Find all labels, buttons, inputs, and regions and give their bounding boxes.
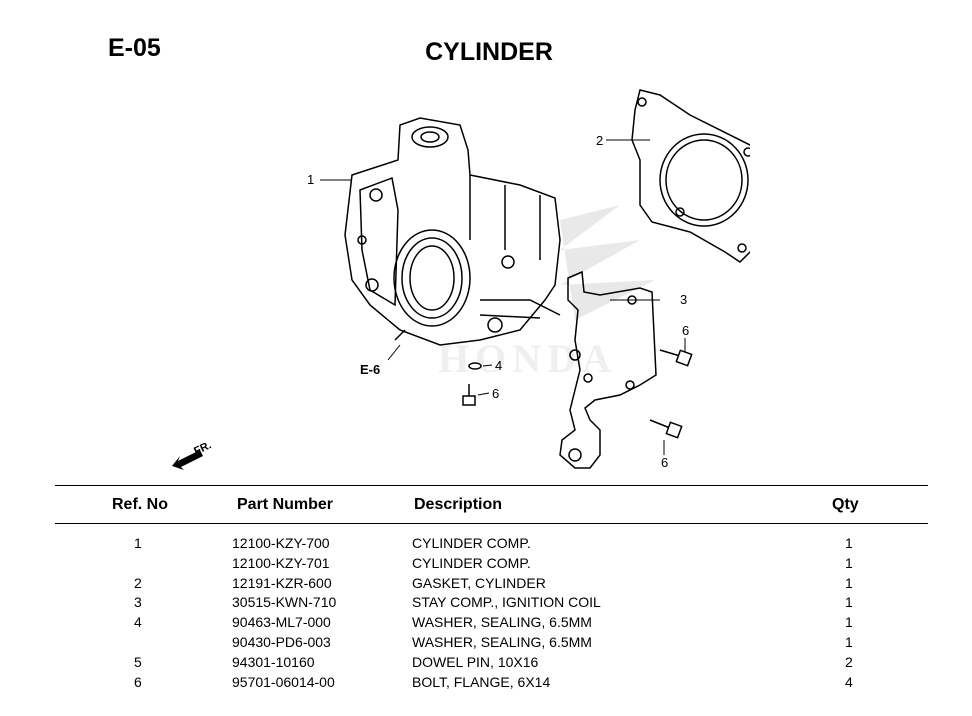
qty: 2 bbox=[845, 653, 853, 670]
description: CYLINDER COMP. bbox=[412, 535, 531, 551]
part-number: 12191-KZR-600 bbox=[232, 574, 332, 591]
callout-3: 3 bbox=[680, 292, 687, 307]
part-number: 30515-KWN-710 bbox=[232, 594, 337, 611]
flange-bolts bbox=[462, 349, 693, 439]
section-ref-label: E-6 bbox=[360, 362, 380, 377]
table-header-rule bbox=[55, 523, 928, 524]
description: WASHER, SEALING, 6.5MM bbox=[412, 614, 592, 631]
part-number: 95701-06014-00 bbox=[232, 673, 335, 690]
description: WASHER, SEALING, 6.5MM bbox=[412, 633, 592, 650]
callout-1: 1 bbox=[307, 172, 314, 187]
table-row: 2 12191-KZR-600 GASKET, CYLINDER 1 bbox=[0, 575, 972, 595]
gasket-drawing bbox=[631, 89, 750, 263]
ref-no: 5 bbox=[134, 653, 142, 670]
callout-labels: 1 2 3 4 5 5 6 6 6 E-6 bbox=[307, 133, 689, 470]
table-row: 12100-KZY-701 CYLINDER COMP. 1 bbox=[0, 555, 972, 575]
direction-label: FR. bbox=[192, 439, 213, 457]
callout-6-lower: 6 bbox=[661, 455, 668, 470]
callout-2: 2 bbox=[596, 133, 603, 148]
exploded-parts-diagram: HONDA bbox=[172, 89, 750, 470]
table-top-rule bbox=[55, 485, 928, 486]
ref-no: 1 bbox=[134, 535, 142, 551]
watermark-text: HONDA bbox=[438, 336, 617, 381]
description: DOWEL PIN, 10X16 bbox=[412, 653, 539, 670]
table-row: 1 12100-KZY-700 CYLINDER COMP. 1 bbox=[0, 535, 972, 555]
part-number: 12100-KZY-701 bbox=[232, 554, 330, 571]
qty: 1 bbox=[845, 614, 853, 631]
part-number: 94301-10160 bbox=[232, 653, 315, 670]
qty: 1 bbox=[845, 594, 853, 611]
leader-lines bbox=[320, 139, 686, 455]
part-number: 12100-KZY-700 bbox=[232, 535, 330, 551]
front-direction-indicator: FR. bbox=[172, 439, 213, 470]
header-description: Description bbox=[414, 496, 503, 513]
qty: 4 bbox=[845, 673, 853, 690]
description: CYLINDER COMP. bbox=[412, 554, 531, 571]
header-qty: Qty bbox=[832, 496, 859, 513]
table-row: 4 90463-ML7-000 WASHER, SEALING, 6.5MM 1 bbox=[0, 614, 972, 634]
table-row: 90430-PD6-003 WASHER, SEALING, 6.5MM 1 bbox=[0, 634, 972, 654]
table-row: 3 30515-KWN-710 STAY COMP., IGNITION COI… bbox=[0, 594, 972, 614]
description: GASKET, CYLINDER bbox=[412, 574, 546, 591]
description: STAY COMP., IGNITION COIL bbox=[412, 594, 601, 611]
qty: 1 bbox=[845, 574, 853, 591]
ref-no: 6 bbox=[134, 673, 142, 690]
qty: 1 bbox=[845, 633, 853, 650]
page-title: CYLINDER bbox=[425, 38, 553, 66]
callout-6-left: 6 bbox=[492, 386, 499, 401]
ref-no: 3 bbox=[134, 594, 142, 611]
section-code: E-05 bbox=[108, 34, 161, 62]
parts-table-body: 1 12100-KZY-700 CYLINDER COMP. 1 12100-K… bbox=[0, 535, 972, 693]
table-row: 6 95701-06014-00 BOLT, FLANGE, 6X14 4 bbox=[0, 674, 972, 694]
ref-no: 4 bbox=[134, 614, 142, 631]
part-number: 90463-ML7-000 bbox=[232, 614, 331, 631]
qty: 1 bbox=[845, 554, 853, 571]
header-ref-no: Ref. No bbox=[112, 496, 168, 513]
ref-no: 2 bbox=[134, 574, 142, 591]
part-number: 90430-PD6-003 bbox=[232, 633, 331, 650]
callout-6-right: 6 bbox=[682, 323, 689, 338]
table-row: 5 94301-10160 DOWEL PIN, 10X16 2 bbox=[0, 654, 972, 674]
qty: 1 bbox=[845, 535, 853, 551]
description: BOLT, FLANGE, 6X14 bbox=[412, 673, 551, 690]
header-part-number: Part Number bbox=[237, 496, 334, 513]
callout-4: 4 bbox=[495, 358, 502, 373]
cylinder-comp-drawing bbox=[344, 117, 561, 346]
